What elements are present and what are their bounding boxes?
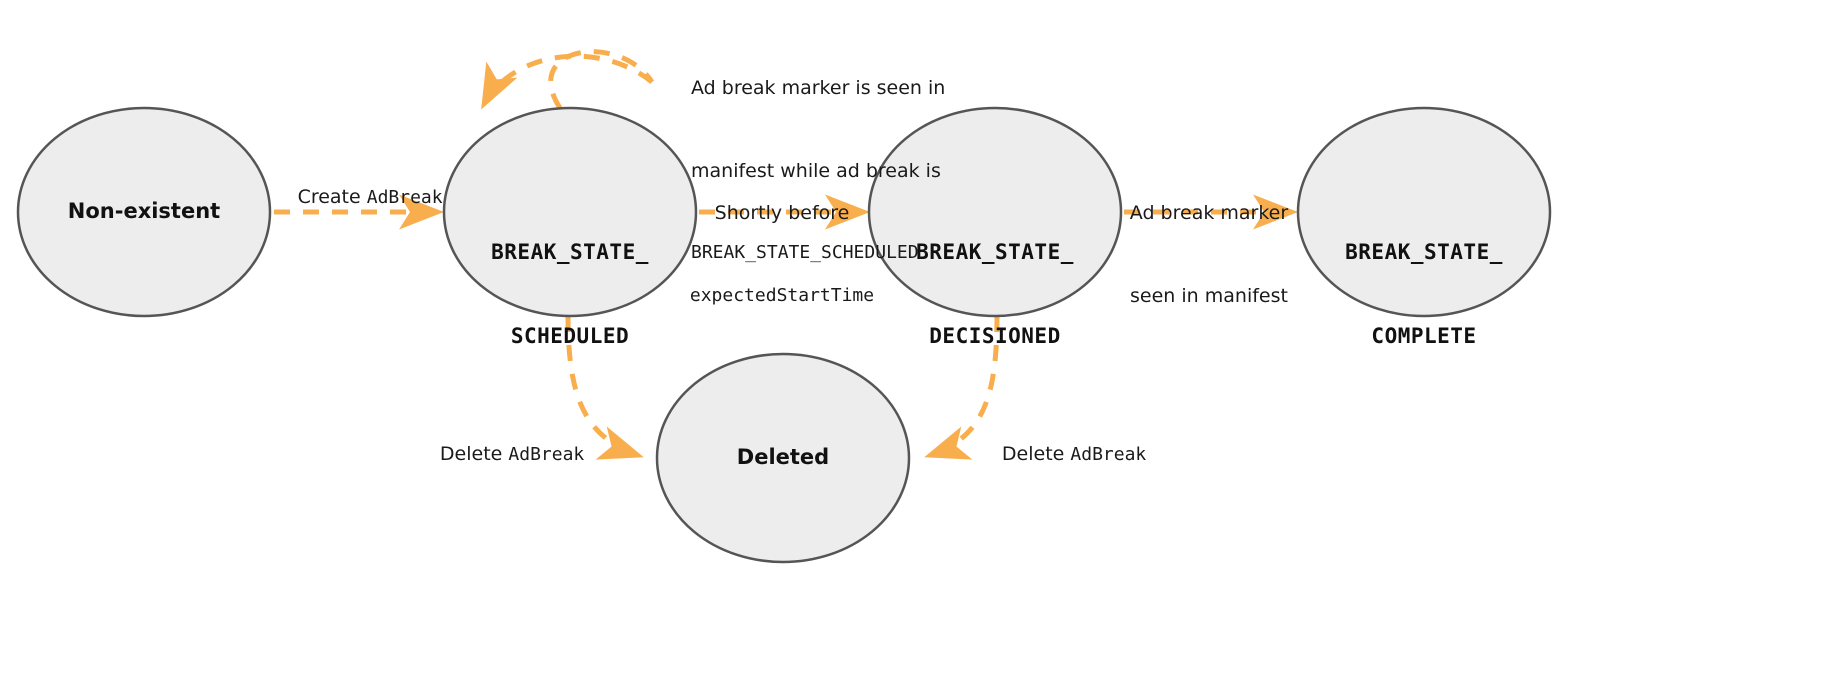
edge-label-code-run: AdBreak [1070, 443, 1147, 465]
edge-label-line: seen in manifest [1130, 284, 1288, 307]
edge-self-loop-return [480, 53, 654, 110]
edge-ad-break-marker-seen-scheduled-self-loop [548, 49, 655, 110]
node-non-existent[interactable] [16, 106, 272, 318]
node-break-state-scheduled[interactable] [442, 106, 698, 318]
edge-label-ad-break-marker-seen-in-manifest: Ad break marker seen in manifest [1109, 145, 1309, 365]
edge-label-shortly-before-expected-start-time: Shortly before expectedStartTime [682, 145, 882, 364]
edge-label-code-run: AdBreak [508, 443, 585, 465]
edge-label-run: Delete [439, 442, 509, 465]
edge-label-ad-break-marker-seen-scheduled-self-loop: Ad break marker is seen in manifest whil… [691, 20, 1021, 322]
edge-label-run: Delete [1001, 442, 1071, 465]
edge-label-code-line: BREAK_STATE_SCHEDULED [691, 242, 919, 264]
node-deleted[interactable] [655, 352, 911, 564]
edge-label-delete-adbreak-from-scheduled: Delete AdBreak [400, 413, 600, 496]
edge-delete-adbreak-from-decisioned [924, 315, 1000, 460]
edge-label-code-line: expectedStartTime [689, 284, 875, 306]
node-break-state-complete[interactable] [1296, 106, 1552, 318]
nodes-group [16, 106, 1552, 564]
edges-group [274, 49, 1299, 460]
edge-label-line: Ad break marker is seen in [691, 77, 946, 100]
node-break-state-decisioned[interactable] [867, 106, 1123, 318]
edge-label-line: Ad break marker [1129, 202, 1289, 225]
edge-label-code-run: AdBreak [366, 186, 443, 208]
edge-label-line: Shortly before [714, 202, 850, 225]
edge-label-delete-adbreak-from-decisioned: Delete AdBreak [962, 413, 1162, 496]
edge-label-create-adbreak: Create AdBreak [258, 156, 458, 239]
edge-label-run: Create [297, 185, 367, 208]
edge-delete-adbreak-from-scheduled [565, 315, 644, 460]
edge-label-line: manifest while ad break is [691, 159, 941, 182]
